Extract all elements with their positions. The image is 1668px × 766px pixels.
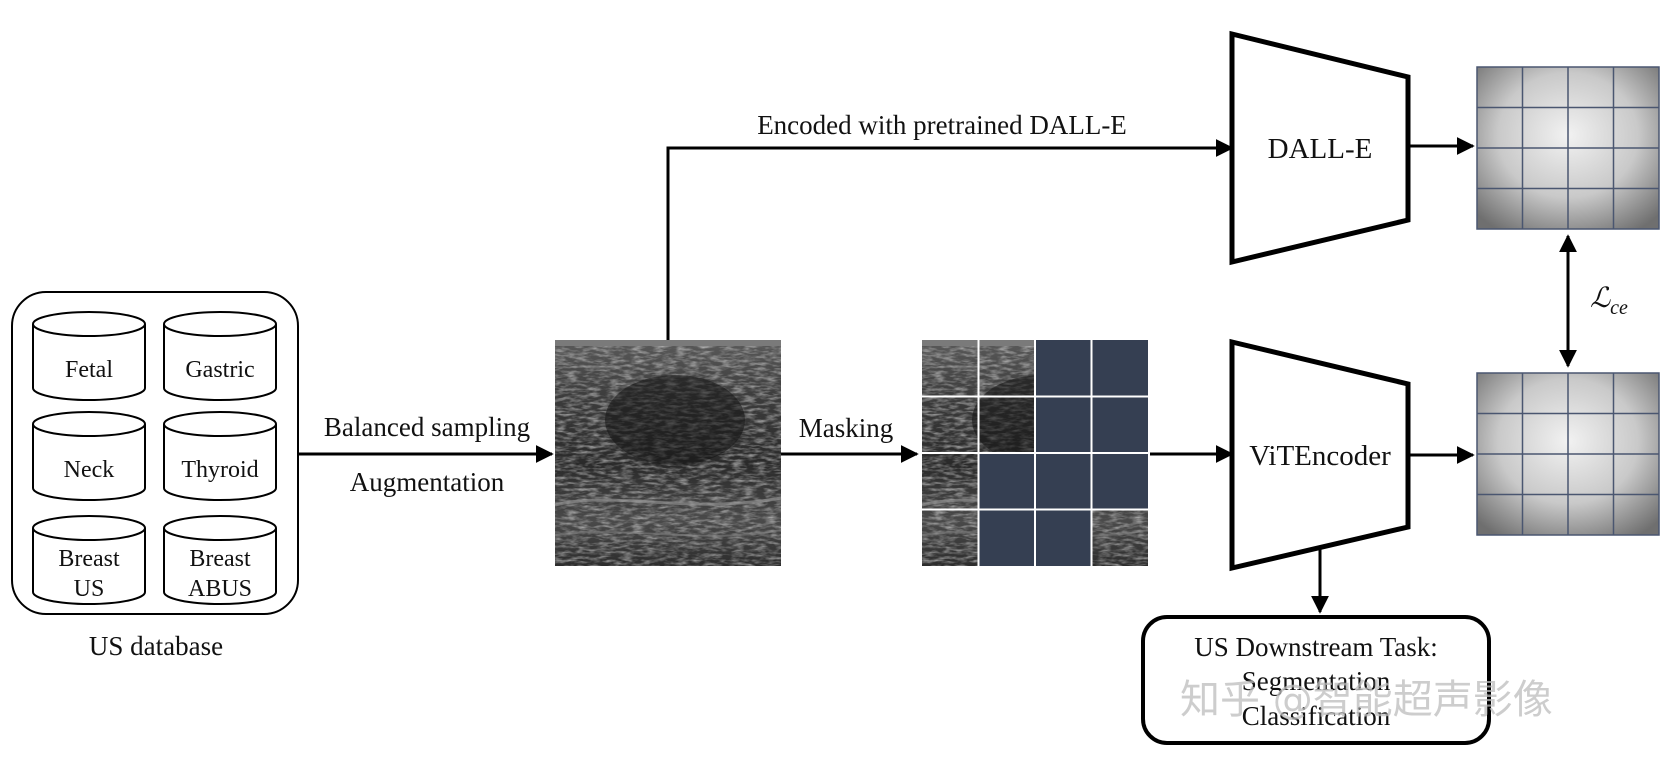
masked-patch [978,453,1035,510]
database-item-label: Gastric [185,357,254,383]
database-item-label: Breast [189,546,251,572]
masked-patch [1091,396,1148,453]
dalle-block [1229,30,1411,266]
masked-patch [1035,340,1092,397]
dalle-token-grid [1476,66,1660,230]
database-item-label: Neck [64,457,115,483]
database-item-label: Thyroid [181,457,258,483]
watermark: 知乎 @智能超声影像 [1180,677,1553,723]
masked-patch [1091,340,1148,397]
masked-patch [978,509,1035,566]
downstream-task-box: US Downstream Task: Segmentation Classif… [1141,615,1491,745]
database-cylinder: Thyroid [163,411,277,501]
vit-token-grid [1476,372,1660,536]
ultrasound-image [555,340,781,566]
masked-patch [1035,396,1092,453]
database-item-label: Breast [58,546,120,572]
encode-branch-label: Encoded with pretrained DALL-E [757,110,1127,140]
masked-patch [1035,453,1092,510]
database-item-label: US [74,576,105,602]
masking-label: Masking [799,413,894,443]
database-cylinder: Gastric [163,311,277,401]
database-item-label: ABUS [188,576,252,602]
masked-patch [1091,453,1148,510]
sampling-label: Balanced sampling [324,412,530,442]
encode-branch-line [666,139,1234,340]
masked-patch [1035,509,1092,566]
database-item-label: Fetal [65,357,113,383]
vit-encoder: ViTEncoder [1229,338,1411,572]
dalle-encoder: DALL-E [1229,30,1411,266]
loss-label: ℒce [1590,283,1628,319]
vit-block [1229,338,1411,572]
database-cylinder: Neck [32,411,146,501]
vit-label: ViTEncoder [1249,440,1391,472]
database-cylinder: Fetal [32,311,146,401]
downstream-segmentation: Segmentation [1242,666,1391,696]
downstream-container [1141,615,1491,745]
augmentation-label: Augmentation [350,467,505,497]
downstream-title: US Downstream Task: [1194,632,1438,662]
database-title: US database [89,631,223,661]
masked-image [922,340,1148,566]
dalle-label: DALL-E [1268,133,1373,165]
downstream-classification: Classification [1242,701,1391,731]
